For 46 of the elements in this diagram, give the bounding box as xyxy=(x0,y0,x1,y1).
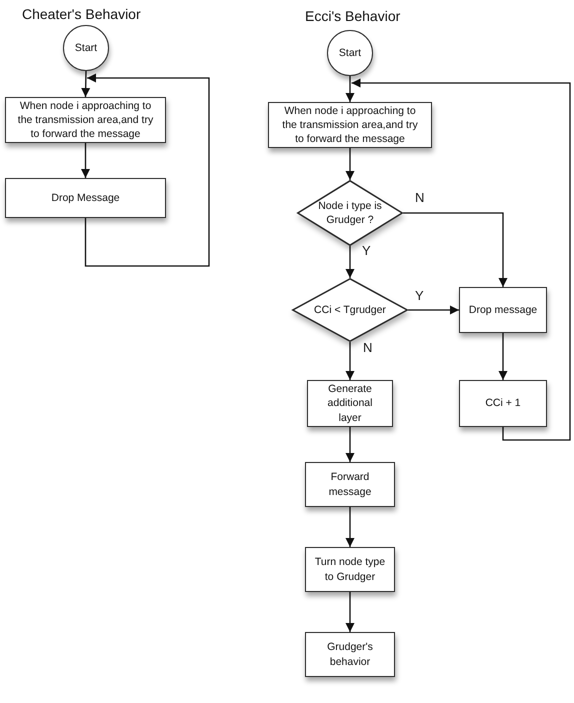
flow-arrow xyxy=(81,143,90,178)
start-circle xyxy=(327,30,373,76)
start-text: Start xyxy=(74,40,98,56)
process-box xyxy=(268,102,432,148)
step-text: Turn node type to Grudger xyxy=(314,555,386,584)
step-text: Forward message xyxy=(328,470,372,499)
step-text: Drop Message xyxy=(51,190,120,206)
step-text: Drop message xyxy=(468,302,538,318)
flow-arrow xyxy=(81,70,90,98)
step-text: Generate additional layer xyxy=(326,382,374,425)
edge-label: Y xyxy=(362,244,371,257)
start-circle xyxy=(63,25,109,71)
process-box xyxy=(459,287,547,333)
flow-heading: Ecci's Behavior xyxy=(305,8,400,24)
edge-label: N xyxy=(415,191,424,204)
flow-arrow xyxy=(346,76,354,102)
decision-text: CCi < Tgrudger xyxy=(314,302,386,318)
flow-arrow xyxy=(346,507,354,547)
process-box xyxy=(305,632,395,677)
flow-heading: Cheater's Behavior xyxy=(22,6,141,22)
flow-arrow xyxy=(346,148,354,180)
edge-label: Y xyxy=(415,289,424,302)
flow-arrow xyxy=(498,333,508,380)
start-text: Start xyxy=(338,46,362,60)
process-box xyxy=(459,380,547,427)
decision-text: Node i type is Grudger ? xyxy=(317,198,383,228)
edge-label: N xyxy=(363,341,372,354)
step-text: CCi + 1 xyxy=(485,396,521,411)
process-box xyxy=(5,178,166,218)
step-text: When node i approaching to the transmission area,and try to forward the message xyxy=(281,104,419,146)
flow-arrow xyxy=(346,592,354,632)
process-box xyxy=(305,462,395,507)
flow-arrow xyxy=(346,427,354,462)
step-text: Grudger's behavior xyxy=(326,640,374,669)
step-text: When node i approaching to the transmission area,and try to forward the message xyxy=(16,98,154,142)
flow-arrow xyxy=(346,246,354,278)
flow-arrow xyxy=(346,342,354,380)
flow-arrow xyxy=(403,212,508,287)
process-box xyxy=(305,547,395,592)
process-box xyxy=(307,380,393,427)
decision-diamond xyxy=(292,278,408,342)
flow-arrow xyxy=(408,306,459,314)
decision-diamond xyxy=(297,180,403,246)
flow-arrow xyxy=(84,74,210,267)
flow-arrow xyxy=(352,78,571,441)
process-box xyxy=(5,97,166,143)
